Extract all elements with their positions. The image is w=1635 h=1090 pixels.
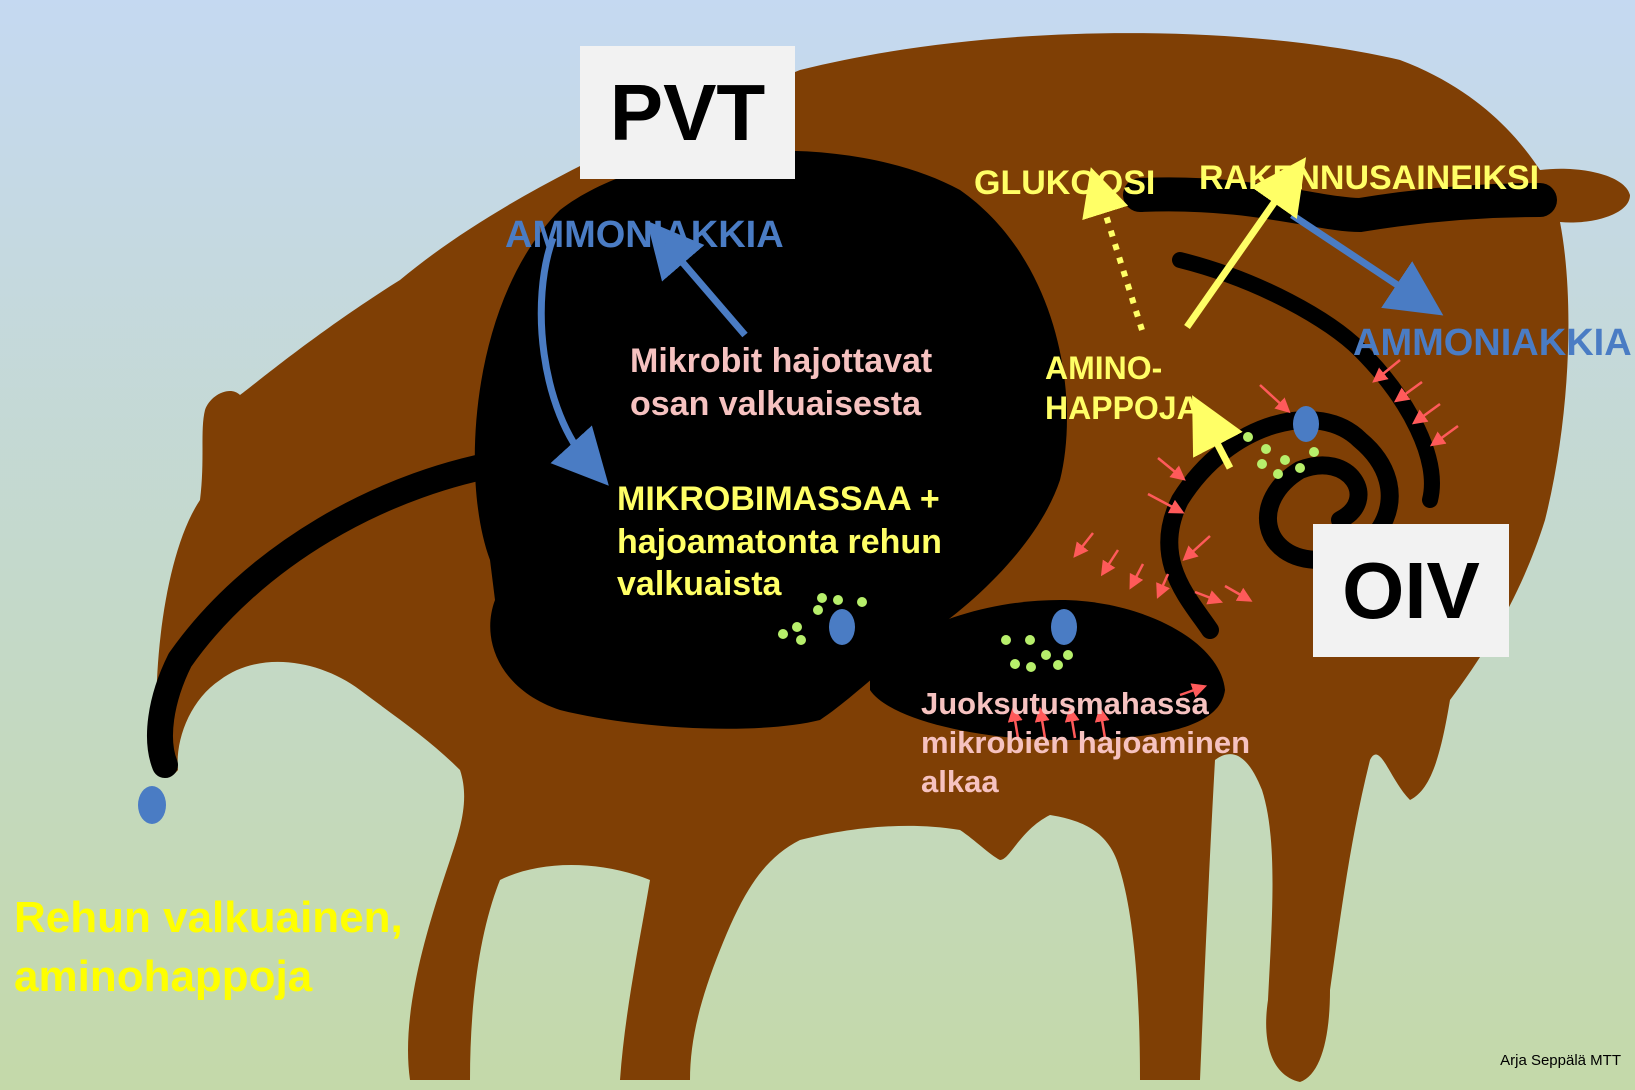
- pvt-label-box: PVT: [580, 46, 795, 179]
- feed-label-line1: Rehun valkuainen,: [14, 888, 403, 947]
- feed-label: Rehun valkuainen, aminohappoja: [14, 888, 403, 1007]
- building-label: RAKENNUSAINEIKSI: [1199, 157, 1539, 200]
- biomass-label-line2: hajoamatonta rehun: [617, 521, 942, 564]
- biomass-label-line3: valkuaista: [617, 563, 942, 606]
- ammonia-label-left: AMMONIAKKIA: [505, 212, 784, 260]
- oiv-label-box: OIV: [1313, 524, 1509, 657]
- molecule-oval-icon: [1293, 406, 1319, 442]
- credit: Arja Seppälä MTT: [1500, 1052, 1621, 1071]
- biomass-label: MIKROBIMASSAA + hajoamatonta rehun valku…: [617, 478, 942, 606]
- glucose-label: GLUKOOSI: [974, 162, 1155, 205]
- abomasum-label-line1: Juoksutusmahassa: [921, 685, 1250, 724]
- oiv-label: OIV: [1342, 545, 1480, 637]
- abomasum-label: Juoksutusmahassa mikrobien hajoaminen al…: [921, 685, 1250, 801]
- microbes-label: Mikrobit hajottavat osan valkuaisesta: [630, 340, 932, 425]
- amino-label-line2: HAPPOJA: [1045, 388, 1200, 428]
- abomasum-label-line3: alkaa: [921, 763, 1250, 802]
- microbes-label-line2: osan valkuaisesta: [630, 383, 932, 426]
- molecule-oval-icon: [138, 786, 166, 824]
- amino-label: AMINO- HAPPOJA: [1045, 348, 1200, 428]
- ammonia-label-right: AMMONIAKKIA: [1353, 320, 1632, 368]
- microbes-label-line1: Mikrobit hajottavat: [630, 340, 932, 383]
- pvt-label: PVT: [610, 67, 766, 159]
- molecule-oval-icon: [1051, 609, 1077, 645]
- molecule-oval-icon: [829, 609, 855, 645]
- biomass-label-line1: MIKROBIMASSAA +: [617, 478, 942, 521]
- abomasum-label-line2: mikrobien hajoaminen: [921, 724, 1250, 763]
- amino-label-line1: AMINO-: [1045, 348, 1200, 388]
- feed-label-line2: aminohappoja: [14, 947, 403, 1006]
